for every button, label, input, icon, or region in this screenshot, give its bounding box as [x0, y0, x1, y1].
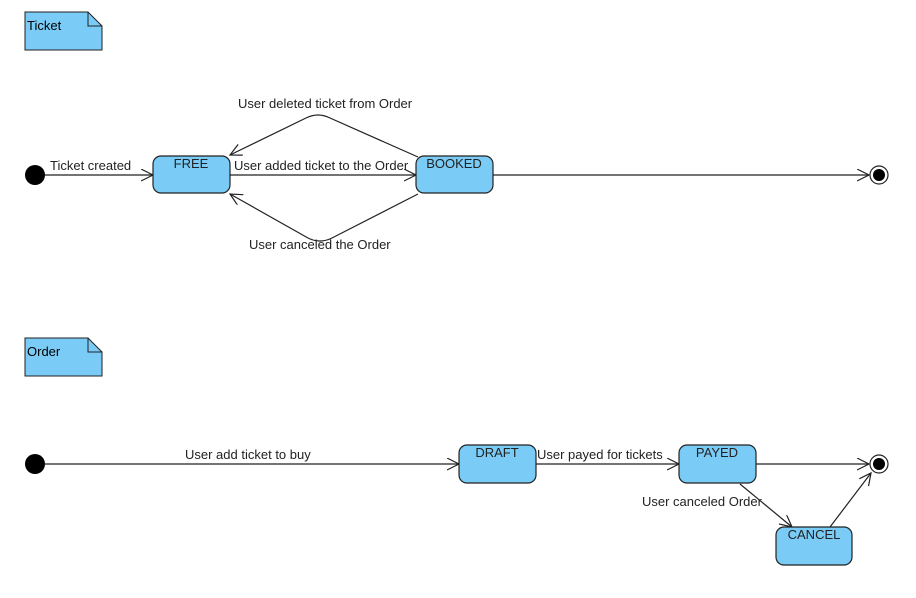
- order-note-label: Order: [27, 344, 61, 359]
- state-free-label: FREE: [174, 156, 209, 171]
- label-canceled-order-2: User canceled Order: [642, 494, 763, 509]
- state-booked-label: BOOKED: [426, 156, 482, 171]
- order-initial-state: [25, 454, 45, 474]
- transition-payed-to-cancel: [739, 483, 792, 527]
- state-booked: BOOKED: [415, 155, 494, 194]
- label-canceled-order: User canceled the Order: [249, 237, 391, 252]
- ticket-note-label: Ticket: [27, 18, 62, 33]
- state-cancel-label: CANCEL: [788, 527, 841, 542]
- label-added-to-order: User added ticket to the Order: [234, 158, 409, 173]
- label-payed-tickets: User payed for tickets: [537, 447, 663, 462]
- state-draft-label: DRAFT: [475, 445, 518, 460]
- state-payed: PAYED: [678, 444, 757, 484]
- state-payed-label: PAYED: [696, 445, 738, 460]
- transition-deleted-from-order: [230, 114, 419, 158]
- ticket-initial-state: [25, 165, 45, 185]
- label-ticket-created: Ticket created: [50, 158, 131, 173]
- state-cancel: CANCEL: [775, 526, 853, 566]
- state-free: FREE: [152, 155, 231, 194]
- state-draft: DRAFT: [458, 444, 537, 484]
- order-final-state: [869, 454, 889, 474]
- label-deleted-from-order: User deleted ticket from Order: [238, 96, 413, 111]
- ticket-note: Ticket: [24, 11, 103, 51]
- label-add-ticket: User add ticket to buy: [185, 447, 311, 462]
- transition-canceled-order: [230, 194, 419, 242]
- order-note: Order: [24, 337, 103, 377]
- ticket-final-state: [869, 165, 889, 185]
- transition-cancel-to-final: [829, 473, 871, 528]
